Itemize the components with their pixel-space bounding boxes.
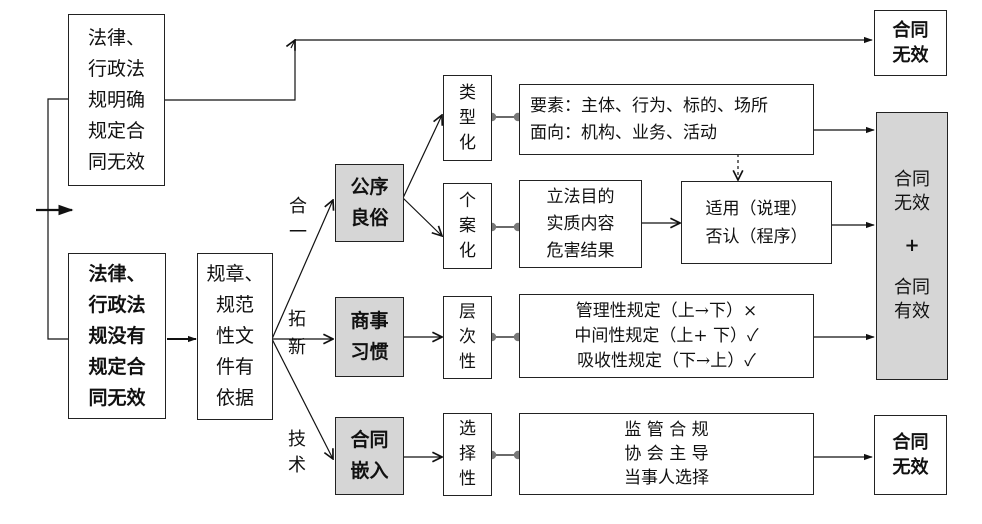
rules-line: 依据 <box>215 387 254 409</box>
detail-line: 面向：机构、业务、活动 <box>530 122 717 143</box>
left-bottom-line: 法律、 <box>88 262 146 285</box>
principle-line: 公序 <box>350 176 389 198</box>
method-line: 化 <box>459 240 476 261</box>
detail-line: 危害结果 <box>546 240 615 261</box>
left-top-box: 法律、 行政法 规明确 规定合 同无效 <box>68 14 165 186</box>
left-top-line: 法律、 <box>87 26 145 49</box>
detail-elements-box: 要素：主体、行为、标的、场所 面向：机构、业务、活动 <box>519 84 814 155</box>
rules-line: 规章、 <box>206 263 264 285</box>
fan-to-hetong <box>271 338 333 459</box>
principle-line: 良俗 <box>350 207 389 229</box>
branch-label-heyi: 合 <box>289 196 307 217</box>
principle-line: 合同 <box>350 429 389 451</box>
branch-label-jishu: 术 <box>288 455 306 476</box>
method-line: 性 <box>459 352 476 372</box>
detail-line: 协 会 主 导 <box>624 444 709 464</box>
result-line: 合同 <box>894 169 930 190</box>
method-line: 层 <box>459 302 476 322</box>
detail-line: 吸收性规定（下→上）✓ <box>577 350 756 371</box>
result-line: 合同 <box>892 432 929 453</box>
branch-label-tuoxin: 拓 <box>288 309 306 330</box>
left-bottom-line: 同无效 <box>88 386 146 409</box>
left-bracket <box>47 98 68 340</box>
result-bottom-box: 合同 无效 <box>874 415 947 495</box>
rules-box: 规章、 规范 性文 件有 依据 <box>197 253 273 420</box>
result-line: 无效 <box>892 45 929 66</box>
plus-sign: + <box>904 235 920 256</box>
left-bottom-line: 规没有 <box>88 324 146 347</box>
method-line: 择 <box>459 444 476 464</box>
left-bottom-box: 法律、 行政法 规没有 规定合 同无效 <box>68 253 166 419</box>
detail-choice-box: 监 管 合 规 协 会 主 导 当事人选择 <box>519 413 814 495</box>
result-middle-box: 合同 无效 + 合同 有效 <box>876 112 948 380</box>
detail-line: 实质内容 <box>546 213 615 234</box>
left-bottom-line: 行政法 <box>88 293 146 316</box>
fan-to-gongxu <box>271 200 333 340</box>
principle-shangshi-box: 商事 习惯 <box>335 297 404 377</box>
result-top-box: 合同 无效 <box>874 10 947 76</box>
result-line: 合同 <box>892 20 929 41</box>
method-line: 次 <box>459 327 476 347</box>
to-leixing <box>402 115 442 199</box>
principle-hetong-box: 合同 嵌入 <box>335 417 404 495</box>
detail-line: 否认（程序） <box>705 226 808 247</box>
detail-line: 要素：主体、行为、标的、场所 <box>530 95 768 116</box>
detail-levels-box: 管理性规定（上→下）× 中间性规定（上+ 下）✓ 吸收性规定（下→上）✓ <box>519 294 814 378</box>
principle-line: 商事 <box>350 310 389 332</box>
top-route-tick <box>291 40 295 48</box>
rules-line: 规范 <box>215 294 254 316</box>
method-line: 案 <box>459 215 476 236</box>
principle-line: 嵌入 <box>350 460 389 482</box>
principle-gongxu-box: 公序 良俗 <box>335 164 404 242</box>
result-line: 合同 <box>894 277 930 298</box>
detail-line: 管理性规定（上→下）× <box>575 300 758 321</box>
rules-line: 件有 <box>215 356 254 378</box>
result-line: 无效 <box>892 457 929 478</box>
method-cengci-box: 层 次 性 <box>443 296 492 379</box>
method-line: 类 <box>459 82 476 103</box>
method-gean-box: 个 案 化 <box>443 183 492 269</box>
branch-label-tuoxin: 新 <box>288 337 306 358</box>
detail-line: 立法目的 <box>546 186 615 207</box>
left-top-line: 行政法 <box>87 57 145 80</box>
result-line: 有效 <box>894 301 930 322</box>
method-line: 个 <box>459 190 476 211</box>
detail-line: 当事人选择 <box>624 468 709 488</box>
method-line: 型 <box>459 107 476 128</box>
detail-line: 监 管 合 规 <box>624 420 709 440</box>
to-gean <box>402 197 442 236</box>
method-line: 性 <box>459 469 476 489</box>
branch-label-heyi: 一 <box>289 222 307 243</box>
method-line: 选 <box>459 419 476 439</box>
principle-line: 习惯 <box>350 341 389 363</box>
rules-line: 性文 <box>215 325 254 347</box>
result-line: 无效 <box>894 193 930 214</box>
method-line: 化 <box>459 132 476 153</box>
method-leixing-box: 类 型 化 <box>443 75 492 161</box>
branch-label-jishu: 技 <box>288 429 306 450</box>
detail-apply-box: 适用（说理） 否认（程序） <box>681 181 832 264</box>
detail-line: 中间性规定（上+ 下）✓ <box>574 325 759 346</box>
left-top-line: 同无效 <box>87 150 145 173</box>
left-top-line: 规明确 <box>87 88 145 111</box>
top-route-line <box>165 36 873 101</box>
detail-line: 适用（说理） <box>705 198 808 219</box>
left-top-line: 规定合 <box>87 119 145 142</box>
detail-purpose-box: 立法目的 实质内容 危害结果 <box>519 180 642 268</box>
method-xuanze-box: 选 择 性 <box>443 413 492 496</box>
left-bottom-line: 规定合 <box>88 355 146 378</box>
